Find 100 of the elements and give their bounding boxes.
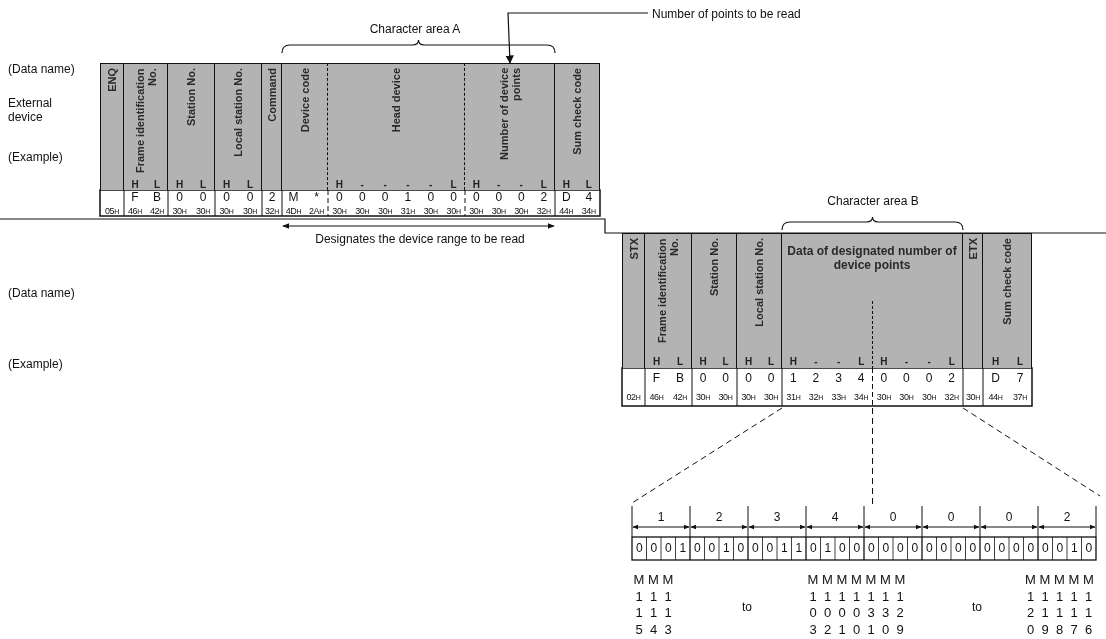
hex-digit: 4 (830, 510, 840, 524)
bit-value: 0 (939, 541, 949, 555)
high-low-marker: - (926, 355, 932, 369)
bit-value: 0 (707, 541, 717, 555)
bit-value: 0 (924, 541, 934, 555)
device-number: M131 (865, 572, 877, 638)
character-value: 0 (380, 189, 390, 204)
high-low-marker: H (130, 178, 140, 192)
character-value: F (130, 189, 140, 204)
field-name: STX (627, 238, 640, 260)
character-value: 7 (1015, 371, 1025, 385)
bit-value: 0 (1011, 541, 1021, 555)
character-value: 0 (222, 189, 231, 204)
field-name: Frame identification No. (133, 68, 158, 175)
bit-value: 0 (852, 541, 862, 555)
device-number: M102 (822, 572, 834, 638)
field-name: Command (265, 68, 278, 122)
character-value: 0 (471, 189, 481, 204)
field-name: ETX (966, 238, 979, 260)
character-value: 2 (539, 189, 549, 204)
bit-value: 0 (1084, 541, 1094, 555)
bit-value: 1 (721, 541, 731, 555)
range-word: to (741, 600, 753, 614)
character-value: 3 (834, 371, 843, 385)
high-low-marker: L (152, 178, 162, 192)
field-name: Sum check code (1001, 238, 1013, 325)
character-value: 1 (788, 371, 798, 385)
area-label: Character area A (368, 22, 462, 36)
device-number: M100 (851, 572, 863, 638)
bit-value: 0 (634, 541, 644, 555)
high-low-marker: H (879, 355, 889, 369)
bit-value: 0 (982, 541, 992, 555)
high-low-marker: L (245, 178, 255, 192)
bit-value: 0 (837, 541, 847, 555)
field-name: Device code (298, 68, 311, 133)
high-low-marker: H (334, 178, 344, 192)
device-number: M116 (1083, 572, 1095, 638)
field-header (100, 63, 124, 190)
character-value: 0 (175, 189, 184, 204)
field-header (262, 63, 282, 190)
character-value: 4 (584, 189, 594, 204)
bit-value: 0 (866, 541, 876, 555)
field-header (282, 63, 328, 190)
high-low-marker: - (903, 355, 910, 369)
row-label: (Example) (8, 150, 63, 164)
character-value: 0 (766, 371, 776, 385)
device-number: M103 (807, 572, 819, 638)
bit-value: 0 (881, 541, 891, 555)
bit-value: 1 (779, 541, 789, 555)
device-number: M115 (633, 572, 645, 638)
field-header (622, 233, 645, 368)
hex-digit: 2 (714, 510, 724, 524)
field-name: Number of device points (497, 68, 522, 163)
field-name: Data of designated number of device points (786, 244, 958, 272)
high-low-marker: H (651, 355, 662, 369)
high-low-marker: L (766, 355, 776, 369)
field-name: Local station No. (232, 68, 244, 157)
character-value: 1 (403, 189, 413, 204)
character-value: 0 (721, 371, 730, 385)
field-name: Station No. (185, 68, 197, 127)
bit-value: 0 (895, 541, 905, 555)
bit-value: 0 (968, 541, 978, 555)
high-low-marker: L (857, 355, 866, 369)
high-low-marker: H (788, 355, 798, 369)
character-value: B (675, 371, 685, 385)
field-header (645, 233, 692, 368)
field-header (692, 233, 737, 368)
high-low-marker: L (584, 178, 593, 192)
high-low-marker: H (174, 178, 185, 192)
field-header (215, 63, 262, 190)
high-low-marker: L (947, 355, 956, 369)
character-value: 0 (516, 189, 526, 204)
character-value: 4 (856, 371, 866, 385)
character-value: 0 (744, 371, 753, 385)
range-caption: Designates the device range to be read (314, 232, 526, 246)
high-low-marker: L (198, 178, 208, 192)
bit-value: 0 (910, 541, 920, 555)
field-name: Frame identification No. (656, 238, 680, 345)
device-number: M113 (662, 572, 674, 638)
character-value: 2 (267, 189, 277, 204)
hex-digit: 0 (1004, 510, 1014, 524)
high-low-marker: - (835, 355, 842, 369)
row-label: (Data name) (8, 286, 75, 300)
hex-digit: 0 (888, 510, 898, 524)
device-number: M114 (648, 572, 660, 638)
hex-digit: 1 (656, 510, 666, 524)
bit-value: 0 (953, 541, 963, 555)
character-value: 0 (335, 189, 344, 204)
character-value: 0 (879, 371, 889, 385)
high-low-marker: H (561, 178, 571, 192)
device-number: M129 (894, 572, 906, 638)
leader-line (505, 12, 649, 64)
device-number: M119 (1039, 572, 1051, 638)
high-low-marker: L (1015, 355, 1025, 369)
character-value: D (560, 189, 572, 204)
bit-value: 1 (823, 541, 833, 555)
high-low-marker: - (405, 178, 411, 192)
character-value: M (287, 189, 300, 204)
field-name: Station No. (708, 238, 720, 297)
high-low-marker: L (539, 178, 548, 192)
